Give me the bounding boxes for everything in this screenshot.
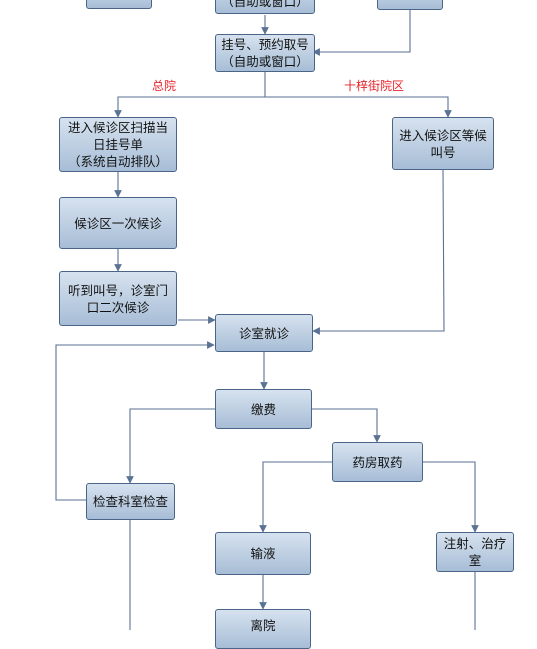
- label-branch-campus: 十梓街院区: [344, 79, 405, 93]
- connector-pharmacy-to-infusion: [259, 461, 332, 533]
- connector-split-left: [114, 96, 265, 118]
- node-top-right-partial: [377, 0, 443, 10]
- node-branch-waiting: 进入候诊区等候 叫号: [392, 117, 494, 170]
- node-top-center-partial: （自助或窗口）: [215, 0, 315, 14]
- node-register: 挂号、预约取号 （自助或窗口）: [215, 34, 315, 72]
- connector-pharmacy-to-injection: [423, 461, 479, 533]
- node-main-waiting-scan: 进入候诊区扫描当 日挂号单 （系统自动排队）: [59, 117, 177, 172]
- connector-payment-to-pharmacy: [312, 408, 381, 443]
- node-second-wait: 听到叫号，诊室门 口二次候诊: [59, 271, 177, 326]
- connector-topright-to-register: [312, 10, 411, 56]
- connector-branchwait-to-consult: [312, 169, 445, 335]
- connector-payment-to-exam: [126, 408, 215, 484]
- connector-split-right: [265, 96, 452, 118]
- node-examination: 检查科室检查: [86, 483, 175, 520]
- node-consultation: 诊室就诊: [215, 314, 313, 352]
- node-infusion: 输液: [215, 532, 311, 575]
- label-main-campus: 总院: [152, 79, 177, 93]
- flowchart-connectors: [55, 10, 479, 630]
- node-first-wait: 候诊区一次候诊: [59, 197, 177, 249]
- node-top-left-partial: [86, 0, 152, 9]
- node-payment: 缴费: [215, 389, 312, 429]
- node-injection: 注射、治疗 室: [436, 532, 514, 572]
- node-leave-partial: 离院: [215, 609, 311, 649]
- node-pharmacy: 药房取药: [332, 442, 423, 482]
- connector-exam-loop-to-consult: [55, 341, 215, 501]
